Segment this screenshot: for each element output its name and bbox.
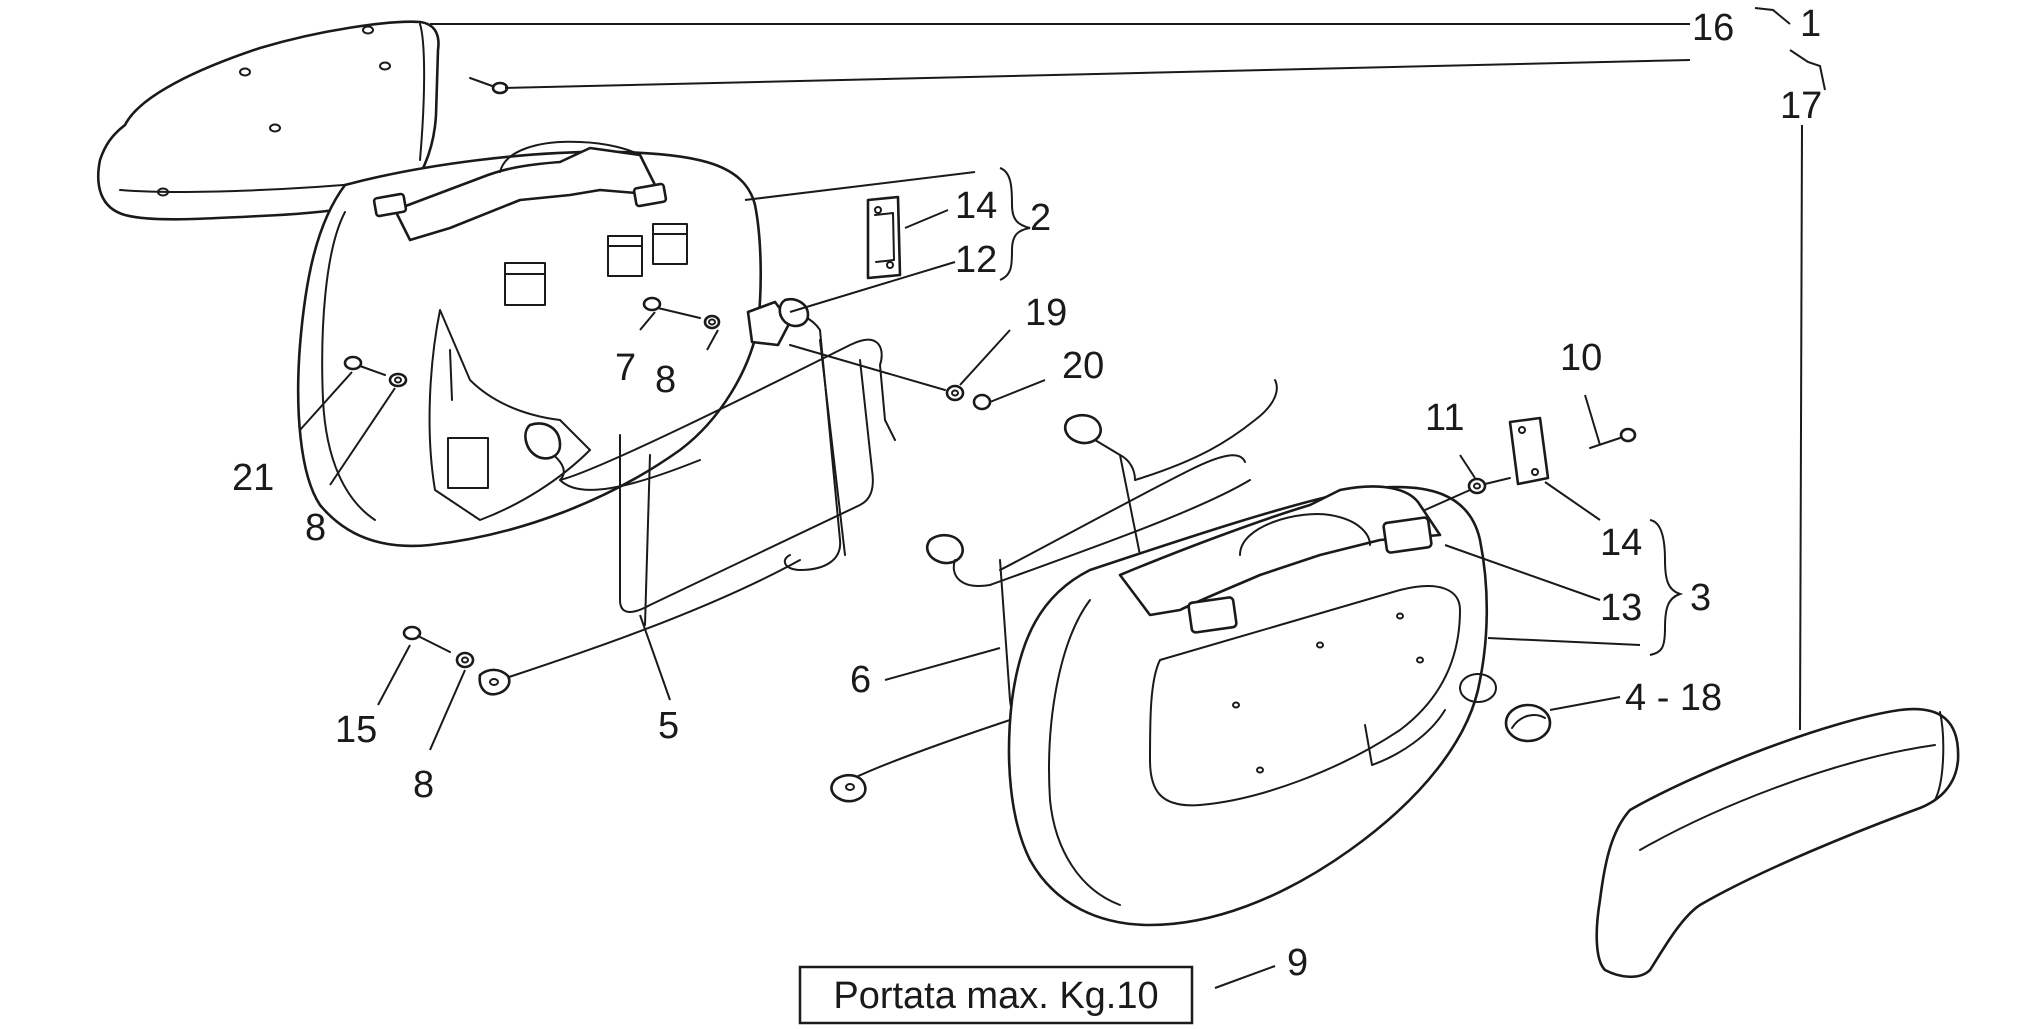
callout-16: 16 <box>1692 7 1734 49</box>
callout-15: 15 <box>335 709 377 751</box>
callout-labels: 16 1 17 14 2 12 19 7 8 20 21 8 10 11 14 … <box>232 3 1822 984</box>
leader-lines <box>299 7 1826 989</box>
callout-20: 20 <box>1062 345 1104 387</box>
washer-11 <box>1467 477 1487 495</box>
callout-5: 5 <box>658 705 679 747</box>
callout-14-top: 14 <box>955 185 997 227</box>
callout-3: 3 <box>1690 577 1711 619</box>
callout-19: 19 <box>1025 292 1067 334</box>
badge-4-18 <box>1504 703 1552 743</box>
screw-7 <box>642 296 721 330</box>
callout-10: 10 <box>1560 337 1602 379</box>
callout-4-18: 4 - 18 <box>1625 677 1722 719</box>
bracket-14-right <box>1508 416 1550 486</box>
screw-17 <box>469 77 509 95</box>
callout-14-right: 14 <box>1600 522 1642 564</box>
right-side-case <box>1007 485 1497 927</box>
callout-1: 1 <box>1800 3 1821 45</box>
callout-2: 2 <box>1030 197 1051 239</box>
left-side-case <box>296 140 762 548</box>
callout-11: 11 <box>1425 397 1464 439</box>
bracket-14-top <box>866 195 902 280</box>
screw-10 <box>1589 427 1637 449</box>
callout-12: 12 <box>955 239 997 281</box>
callout-6: 6 <box>850 659 871 701</box>
washer-19-nut-20 <box>945 384 992 411</box>
lid-pad-bottom-right <box>1595 707 1960 979</box>
callout-8-left: 8 <box>305 507 326 549</box>
screw-21 <box>343 355 408 388</box>
callout-8-upper: 8 <box>655 359 676 401</box>
callout-9: 9 <box>1287 942 1308 984</box>
screw-15 <box>402 625 475 669</box>
load-capacity-note: Portata max. Kg.10 <box>798 965 1194 1025</box>
load-capacity-text: Portata max. Kg.10 <box>833 975 1158 1017</box>
callout-7: 7 <box>615 347 636 389</box>
callout-8-lower: 8 <box>413 764 434 806</box>
callout-17: 17 <box>1780 85 1822 127</box>
left-carrier-frame-5 <box>478 297 896 696</box>
callout-13: 13 <box>1600 587 1642 629</box>
callout-21: 21 <box>232 457 274 499</box>
